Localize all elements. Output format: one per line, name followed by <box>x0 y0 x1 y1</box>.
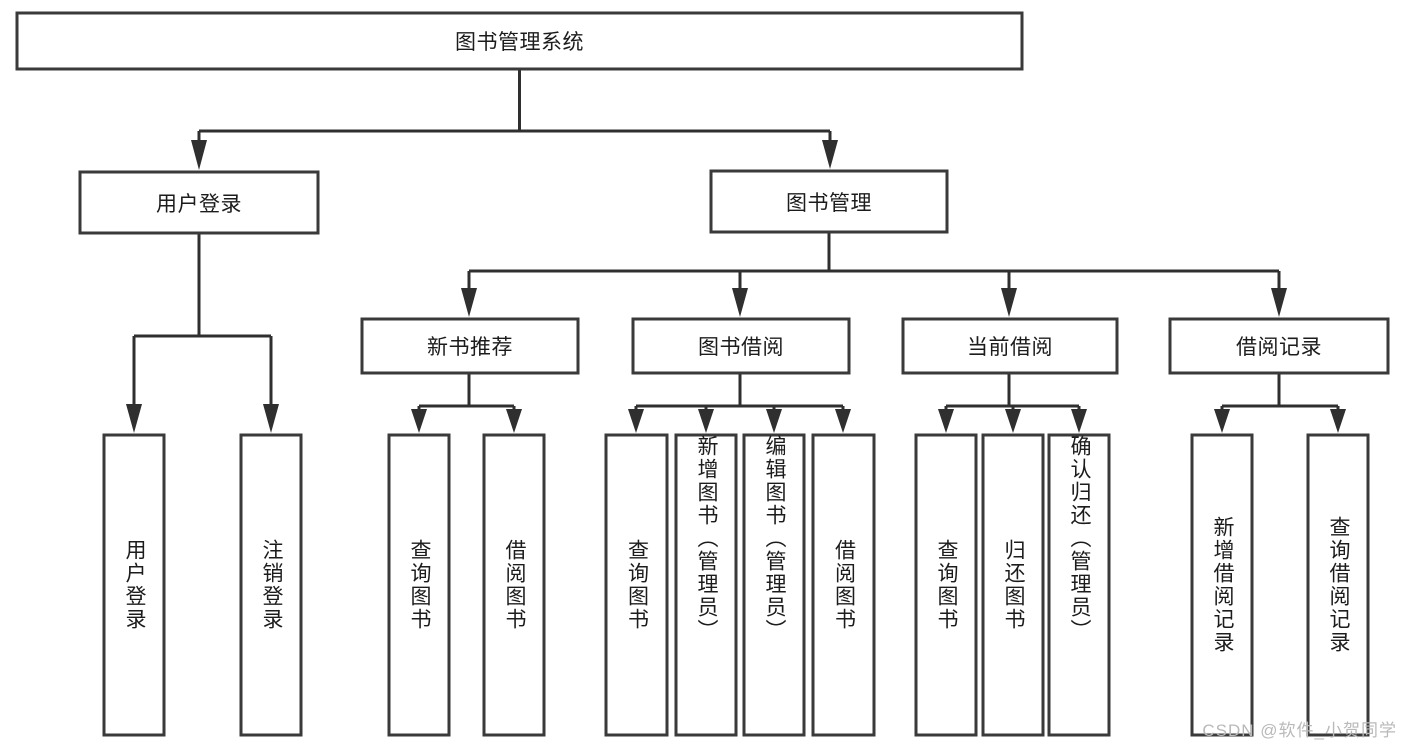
node-box-new-book-recommend[interactable] <box>360 317 580 375</box>
arrowhead-user-login <box>191 140 207 170</box>
arrowhead-add-borrow-record <box>1214 409 1230 433</box>
connector-group-user-login <box>126 233 279 433</box>
node-box-user-logout[interactable] <box>239 433 303 737</box>
arrowhead-new-book-recommend <box>461 288 477 317</box>
node-box-current-query-book[interactable] <box>914 433 978 737</box>
arrowhead-borrow-borrow-book <box>835 409 851 433</box>
arrowhead-current-query-book <box>938 409 954 433</box>
node-box-borrow-edit-book[interactable] <box>742 433 806 737</box>
arrowhead-recommend-borrow-book <box>506 409 522 433</box>
arrowhead-borrow-records <box>1271 288 1287 317</box>
arrowhead-current-borrow <box>1001 288 1017 317</box>
arrowhead-book-borrow <box>732 288 748 317</box>
node-box-user-login[interactable] <box>78 170 320 235</box>
arrowhead-borrow-add-book <box>698 409 714 433</box>
node-box-query-borrow-record[interactable] <box>1306 433 1370 737</box>
arrowhead-book-management <box>822 140 838 169</box>
connector-group-current-borrow <box>938 373 1087 433</box>
node-box-book-borrow[interactable] <box>631 317 851 375</box>
arrowhead-recommend-query-book <box>411 409 427 433</box>
connector-group-new-book-recommend <box>411 373 522 433</box>
arrowhead-borrow-query-book <box>628 409 644 433</box>
node-box-current-confirm-return[interactable] <box>1047 433 1111 737</box>
node-box-user-login-do[interactable] <box>102 433 166 737</box>
arrowhead-user-logout <box>263 404 279 433</box>
node-box-recommend-borrow-book[interactable] <box>482 433 546 737</box>
connector-group-book-borrow <box>628 373 851 433</box>
arrowhead-borrow-edit-book <box>766 409 782 433</box>
node-box-borrow-borrow-book[interactable] <box>811 433 876 737</box>
connector-group-root <box>191 69 838 170</box>
node-box-borrow-query-book[interactable] <box>604 433 669 737</box>
node-box-current-borrow[interactable] <box>901 317 1119 375</box>
node-box-add-borrow-record[interactable] <box>1190 433 1254 737</box>
node-box-borrow-add-book[interactable] <box>674 433 738 737</box>
connector-group-book-management <box>461 233 1287 317</box>
connector-group-borrow-records <box>1214 373 1346 433</box>
arrowhead-current-confirm-return <box>1071 409 1087 433</box>
arrowhead-query-borrow-record <box>1330 409 1346 433</box>
arrowhead-user-login-do <box>126 404 142 433</box>
node-box-book-management[interactable] <box>709 169 949 234</box>
node-box-current-return-book[interactable] <box>981 433 1045 737</box>
node-box-borrow-records[interactable] <box>1168 317 1390 375</box>
watermark-text: CSDN @软件_小贺同学 <box>1202 721 1397 740</box>
arrowhead-current-return-book <box>1005 409 1021 433</box>
node-box-root[interactable] <box>15 11 1024 71</box>
node-box-recommend-query-book[interactable] <box>387 433 451 737</box>
